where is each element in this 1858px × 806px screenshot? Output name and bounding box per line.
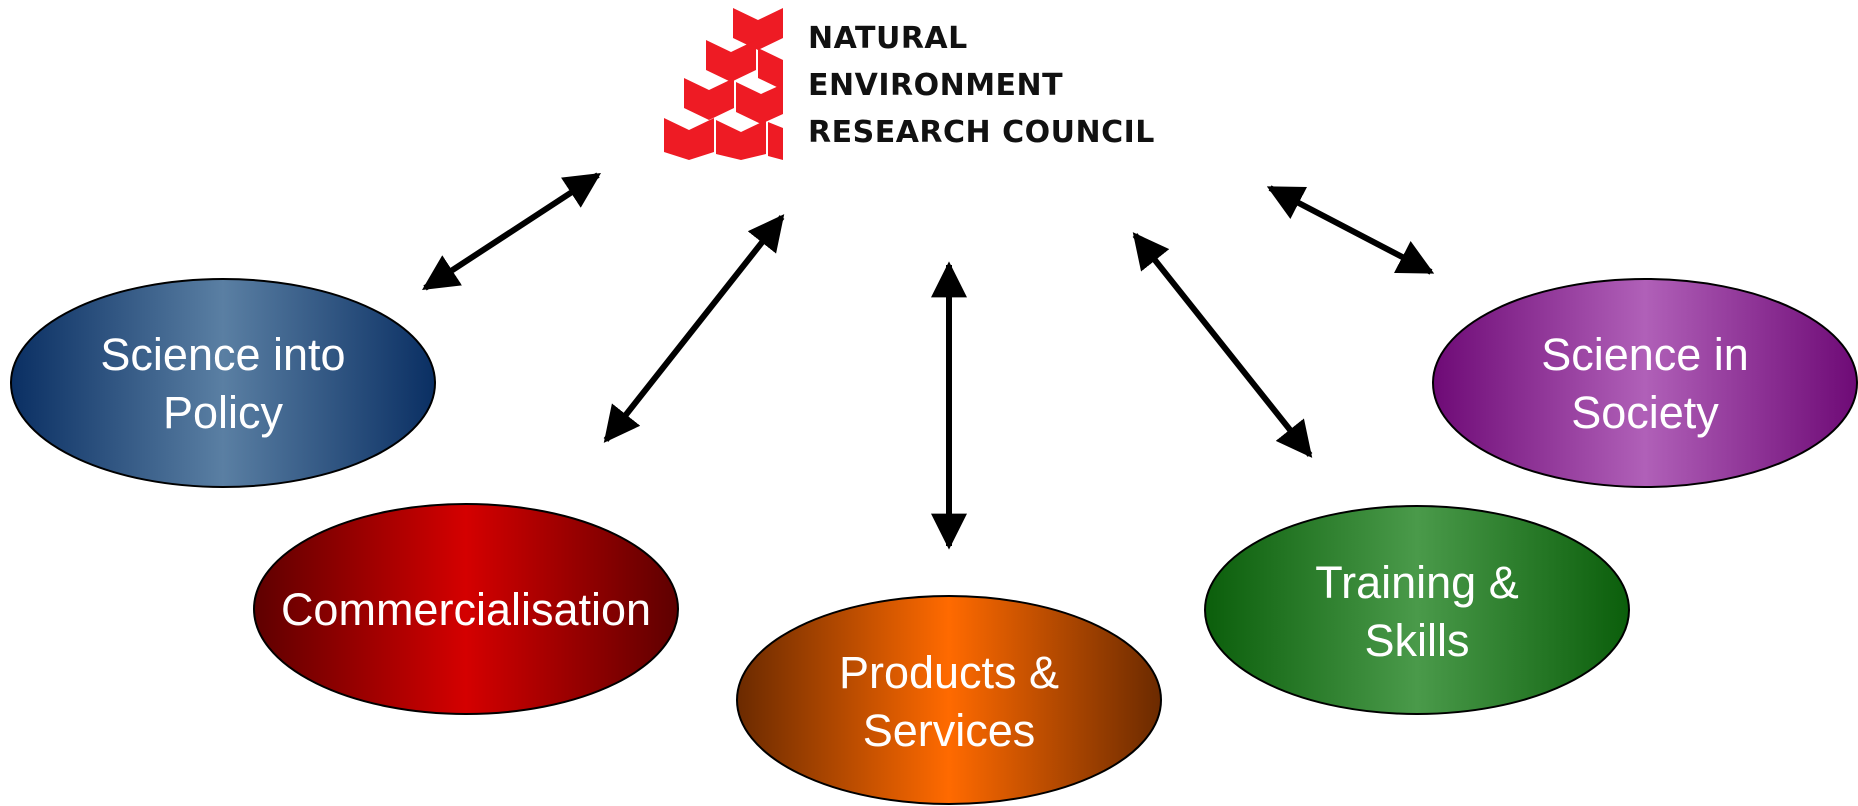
node-label-line: Services xyxy=(863,705,1036,756)
node-label-line: Science into xyxy=(100,329,345,380)
arrow-society xyxy=(1266,185,1435,275)
arrows xyxy=(421,172,1435,550)
node-label-line: Training & xyxy=(1315,557,1518,608)
node-training-skills: Training & Skills xyxy=(1204,505,1630,715)
nerc-logo: NATURAL ENVIRONMENT RESEARCH COUNCIL xyxy=(664,8,1155,160)
node-label-line: Society xyxy=(1571,387,1719,438)
node-science-in-society: Science in Society xyxy=(1432,278,1858,488)
arrow-commercialisation xyxy=(603,214,785,443)
logo-line-2: ENVIRONMENT xyxy=(808,68,1063,103)
arrow-policy xyxy=(421,172,602,291)
node-label-line: Commercialisation xyxy=(281,584,651,635)
logo-line-3: RESEARCH COUNCIL xyxy=(808,115,1155,150)
arrow-training xyxy=(1132,232,1313,458)
node-commercialisation: Commercialisation xyxy=(253,503,679,715)
node-label-line: Science in xyxy=(1541,329,1749,380)
node-science-into-policy: Science into Policy xyxy=(10,278,436,488)
node-label-line: Policy xyxy=(163,387,284,438)
logo-line-1: NATURAL xyxy=(808,21,968,56)
node-label-line: Skills xyxy=(1364,615,1469,666)
node-label-line: Products & xyxy=(839,647,1059,698)
nerc-logo-mark xyxy=(664,8,783,160)
node-products-services: Products & Services xyxy=(736,595,1162,805)
